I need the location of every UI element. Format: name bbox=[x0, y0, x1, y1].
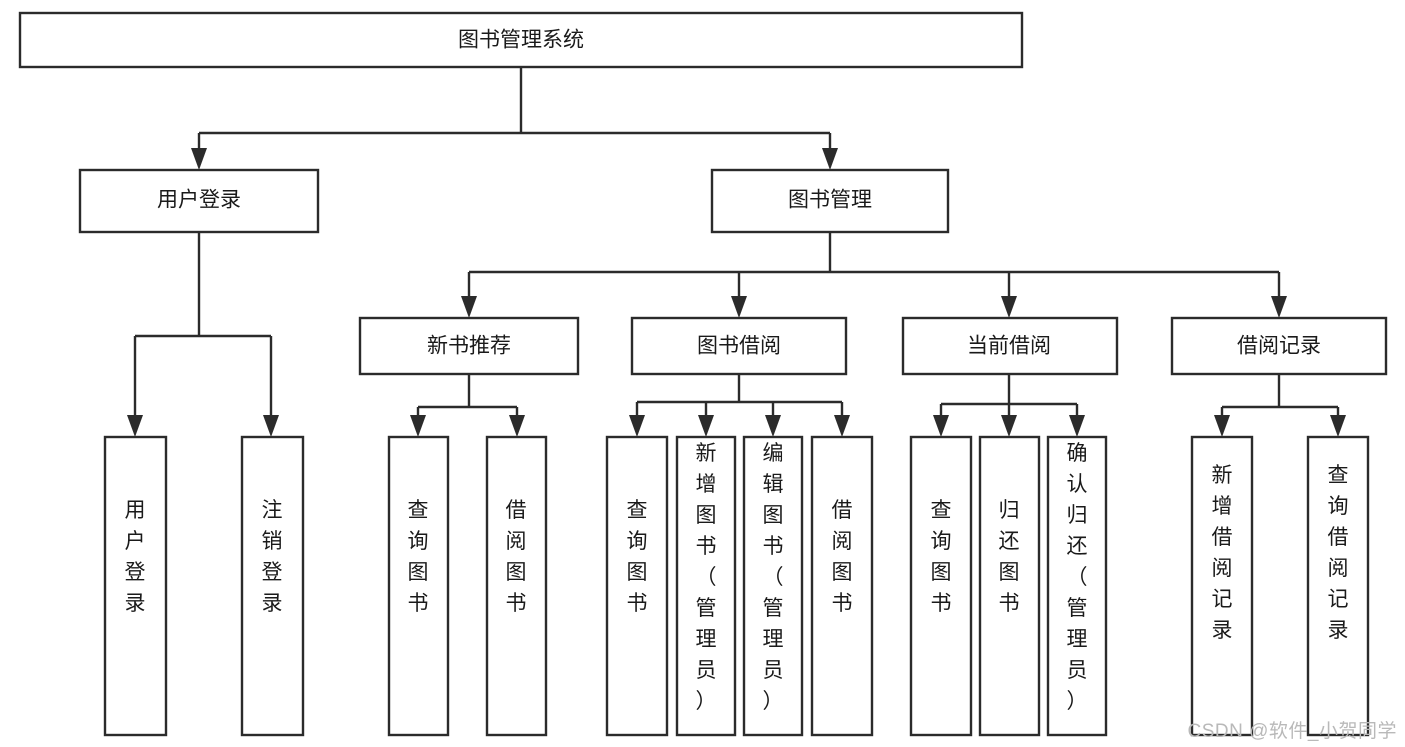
node-leaf-edit-book-box[interactable] bbox=[742, 435, 804, 737]
arrow-head-leaf-borrow-book-1 bbox=[509, 415, 525, 437]
node-borrow-record-label: 借阅记录 bbox=[1237, 335, 1321, 358]
node-root-label: 图书管理系统 bbox=[458, 29, 584, 52]
node-leaf-add-record[interactable]: 新增借阅记录 bbox=[1190, 435, 1254, 737]
node-book-borrow[interactable]: 图书借阅 bbox=[630, 316, 848, 376]
node-leaf-query-record[interactable]: 查询借阅记录 bbox=[1306, 435, 1370, 737]
node-user-login[interactable]: 用户登录 bbox=[78, 168, 320, 234]
node-leaf-query-book-3-label: 查询图书 bbox=[931, 499, 952, 615]
node-leaf-borrow-book-1-box[interactable] bbox=[485, 435, 548, 737]
node-leaf-borrow-book-1[interactable]: 借阅图书 bbox=[485, 435, 548, 737]
node-user-login-box[interactable] bbox=[78, 168, 320, 234]
connector-group-root bbox=[191, 67, 838, 170]
node-root[interactable]: 图书管理系统 bbox=[18, 11, 1024, 69]
connector-group-borrow-record bbox=[1214, 374, 1346, 437]
node-leaf-query-book-3[interactable]: 查询图书 bbox=[909, 435, 973, 737]
node-leaf-borrow-book-2[interactable]: 借阅图书 bbox=[810, 435, 874, 737]
node-leaf-user-login-box[interactable] bbox=[103, 435, 168, 737]
arrow-head-new-book-recommend bbox=[461, 296, 477, 318]
node-leaf-query-record-label: 查询借阅记录 bbox=[1328, 464, 1349, 642]
node-new-book-recommend[interactable]: 新书推荐 bbox=[358, 316, 580, 376]
node-borrow-record[interactable]: 借阅记录 bbox=[1170, 316, 1388, 376]
node-leaf-add-book-box[interactable] bbox=[675, 435, 737, 737]
node-leaf-user-login[interactable]: 用户登录 bbox=[103, 435, 168, 737]
node-leaf-edit-book[interactable]: 编辑图书（管理员） bbox=[742, 435, 804, 737]
node-leaf-user-login-label: 用户登录 bbox=[125, 499, 146, 615]
arrow-head-leaf-user-logout bbox=[263, 415, 279, 437]
connector-group-book-borrow bbox=[629, 374, 850, 437]
node-leaf-query-book-2[interactable]: 查询图书 bbox=[605, 435, 669, 737]
node-leaf-borrow-book-2-label: 借阅图书 bbox=[832, 499, 853, 615]
node-leaf-user-logout[interactable]: 注销登录 bbox=[240, 435, 305, 737]
connector-group-new-book-recommend bbox=[410, 374, 525, 437]
node-leaf-confirm-return-label: 确认归还（管理员） bbox=[1067, 442, 1088, 713]
node-current-borrow-label: 当前借阅 bbox=[967, 335, 1051, 358]
node-book-manage-label: 图书管理 bbox=[788, 189, 872, 212]
node-leaf-query-book-2-label: 查询图书 bbox=[627, 499, 648, 615]
arrow-head-leaf-query-book-1 bbox=[410, 415, 426, 437]
connector-group-current-borrow bbox=[933, 374, 1085, 437]
node-new-book-recommend-box[interactable] bbox=[358, 316, 580, 376]
node-current-borrow-box[interactable] bbox=[901, 316, 1119, 376]
node-leaf-query-book-1-box[interactable] bbox=[387, 435, 450, 737]
node-leaf-query-record-box[interactable] bbox=[1306, 435, 1370, 737]
node-leaf-query-book-1[interactable]: 查询图书 bbox=[387, 435, 450, 737]
node-leaf-borrow-book-2-box[interactable] bbox=[810, 435, 874, 737]
arrow-head-borrow-record bbox=[1271, 296, 1287, 318]
node-leaf-return-book-box[interactable] bbox=[978, 435, 1041, 737]
node-book-manage[interactable]: 图书管理 bbox=[710, 168, 950, 234]
arrow-head-leaf-confirm-return bbox=[1069, 415, 1085, 437]
node-leaf-user-logout-label: 注销登录 bbox=[262, 499, 283, 615]
node-leaf-query-book-2-box[interactable] bbox=[605, 435, 669, 737]
node-leaf-confirm-return-box[interactable] bbox=[1046, 435, 1108, 737]
node-leaf-user-logout-box[interactable] bbox=[240, 435, 305, 737]
arrow-head-book-manage bbox=[822, 148, 838, 170]
node-leaf-add-book-label: 新增图书（管理员） bbox=[696, 442, 717, 713]
node-root-box[interactable] bbox=[18, 11, 1024, 69]
arrow-head-book-borrow bbox=[731, 296, 747, 318]
arrow-head-leaf-return-book bbox=[1001, 415, 1017, 437]
node-user-login-label: 用户登录 bbox=[157, 189, 241, 212]
node-leaf-edit-book-label: 编辑图书（管理员） bbox=[763, 442, 784, 713]
arrow-head-leaf-query-book-2 bbox=[629, 415, 645, 437]
node-book-manage-box[interactable] bbox=[710, 168, 950, 234]
arrow-head-leaf-edit-book bbox=[765, 415, 781, 437]
node-leaf-query-book-1-label: 查询图书 bbox=[408, 499, 429, 615]
node-leaf-add-record-box[interactable] bbox=[1190, 435, 1254, 737]
connector-group-book-manage bbox=[461, 232, 1287, 318]
arrow-head-current-borrow bbox=[1001, 296, 1017, 318]
node-leaf-add-book[interactable]: 新增图书（管理员） bbox=[675, 435, 737, 737]
node-leaf-borrow-book-1-label: 借阅图书 bbox=[506, 499, 527, 615]
node-leaf-return-book[interactable]: 归还图书 bbox=[978, 435, 1041, 737]
node-leaf-return-book-label: 归还图书 bbox=[999, 499, 1020, 615]
arrow-head-leaf-add-record bbox=[1214, 415, 1230, 437]
node-leaf-confirm-return[interactable]: 确认归还（管理员） bbox=[1046, 435, 1108, 737]
arrow-head-leaf-query-record bbox=[1330, 415, 1346, 437]
node-book-borrow-label: 图书借阅 bbox=[697, 335, 781, 358]
arrow-head-leaf-borrow-book-2 bbox=[834, 415, 850, 437]
node-current-borrow[interactable]: 当前借阅 bbox=[901, 316, 1119, 376]
arrow-head-leaf-user-login bbox=[127, 415, 143, 437]
node-leaf-query-book-3-box[interactable] bbox=[909, 435, 973, 737]
connector-group-user-login bbox=[127, 232, 279, 437]
node-new-book-recommend-label: 新书推荐 bbox=[427, 335, 511, 358]
node-borrow-record-box[interactable] bbox=[1170, 316, 1388, 376]
arrow-head-user-login bbox=[191, 148, 207, 170]
node-book-borrow-box[interactable] bbox=[630, 316, 848, 376]
arrow-head-leaf-add-book bbox=[698, 415, 714, 437]
node-leaf-add-record-label: 新增借阅记录 bbox=[1212, 464, 1233, 642]
arrow-head-leaf-query-book-3 bbox=[933, 415, 949, 437]
